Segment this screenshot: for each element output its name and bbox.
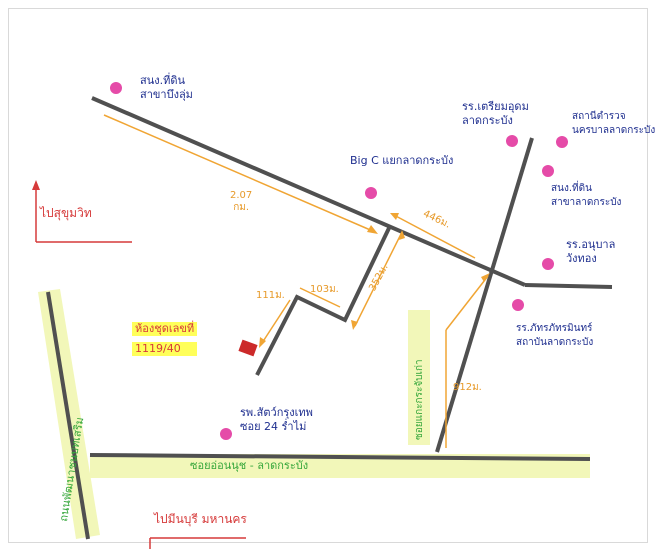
route-111m	[261, 299, 291, 344]
road-label-bottom: ซอยอ่อนนุช - ลาดกระบัง	[190, 459, 309, 472]
place-label-land-office-bueng: สนง.ที่ดินสาขาบึงลุ่ม	[140, 74, 193, 101]
route-arrowhead	[481, 273, 490, 282]
place-label-big-c: Big C แยกลาดกระบัง	[350, 154, 454, 167]
distance-label-111m: 111ม.	[256, 290, 285, 301]
poi-marker	[365, 187, 377, 199]
route-446m	[391, 213, 476, 259]
route-arrowhead	[399, 230, 405, 240]
left-road	[46, 291, 90, 540]
route-arrowhead	[259, 337, 266, 348]
route-arrowhead	[390, 213, 399, 220]
place-label-school-triam: รร.เตรียมอุดมลาดกระบัง	[462, 100, 529, 127]
place-label-land-office-lat: สนง.ที่ดินสาขาลาดกระบัง	[551, 183, 622, 208]
route-arrowhead	[367, 225, 378, 234]
route-103m	[299, 287, 341, 308]
east-road	[524, 283, 613, 289]
place-label-institute: รร.ภัทรภัทรมินทร์สถาบันลาดกระบัง	[516, 323, 594, 348]
place-label-police-station: สถานีตำรวจนครบาลลาดกระบัง	[572, 111, 656, 136]
right-road-highlight	[408, 310, 430, 445]
route-207km	[103, 114, 376, 233]
poi-marker	[110, 82, 122, 94]
route-arrowhead	[351, 320, 358, 330]
approach-lane	[255, 225, 392, 376]
north-arrow-icon	[32, 180, 40, 190]
poi-marker	[542, 165, 554, 177]
destination-marker	[238, 339, 258, 357]
route-912m	[445, 275, 489, 331]
place-label-animal-hospital: รพ.สัตว์กรุงเทพซอย 24 ร่ำไม่	[240, 406, 313, 433]
place-label-kindergarten: รร.อนุบาลวังทอง	[566, 238, 616, 265]
poi-marker	[506, 135, 518, 147]
poi-marker	[220, 428, 232, 440]
south-hint-label: ไปมีนบุรี มหานคร	[154, 512, 247, 526]
poi-marker	[512, 299, 524, 311]
bottom-road	[89, 453, 591, 461]
cross-road	[435, 137, 534, 453]
poi-marker	[556, 136, 568, 148]
north-hint-label: ไปสุขุมวิท	[40, 206, 92, 220]
distance-label-103m: 103ม.	[310, 284, 339, 295]
distance-label-912m: 912ม.	[453, 382, 482, 393]
destination-label: ห้องชุดเลขที่ 1119/40	[132, 322, 198, 356]
route-352m	[354, 231, 403, 327]
poi-marker	[542, 258, 554, 270]
page-frame	[8, 8, 648, 543]
road-label-right: ซอยแกะกระจับเก่า	[414, 359, 425, 440]
main-diagonal-road	[91, 96, 526, 287]
